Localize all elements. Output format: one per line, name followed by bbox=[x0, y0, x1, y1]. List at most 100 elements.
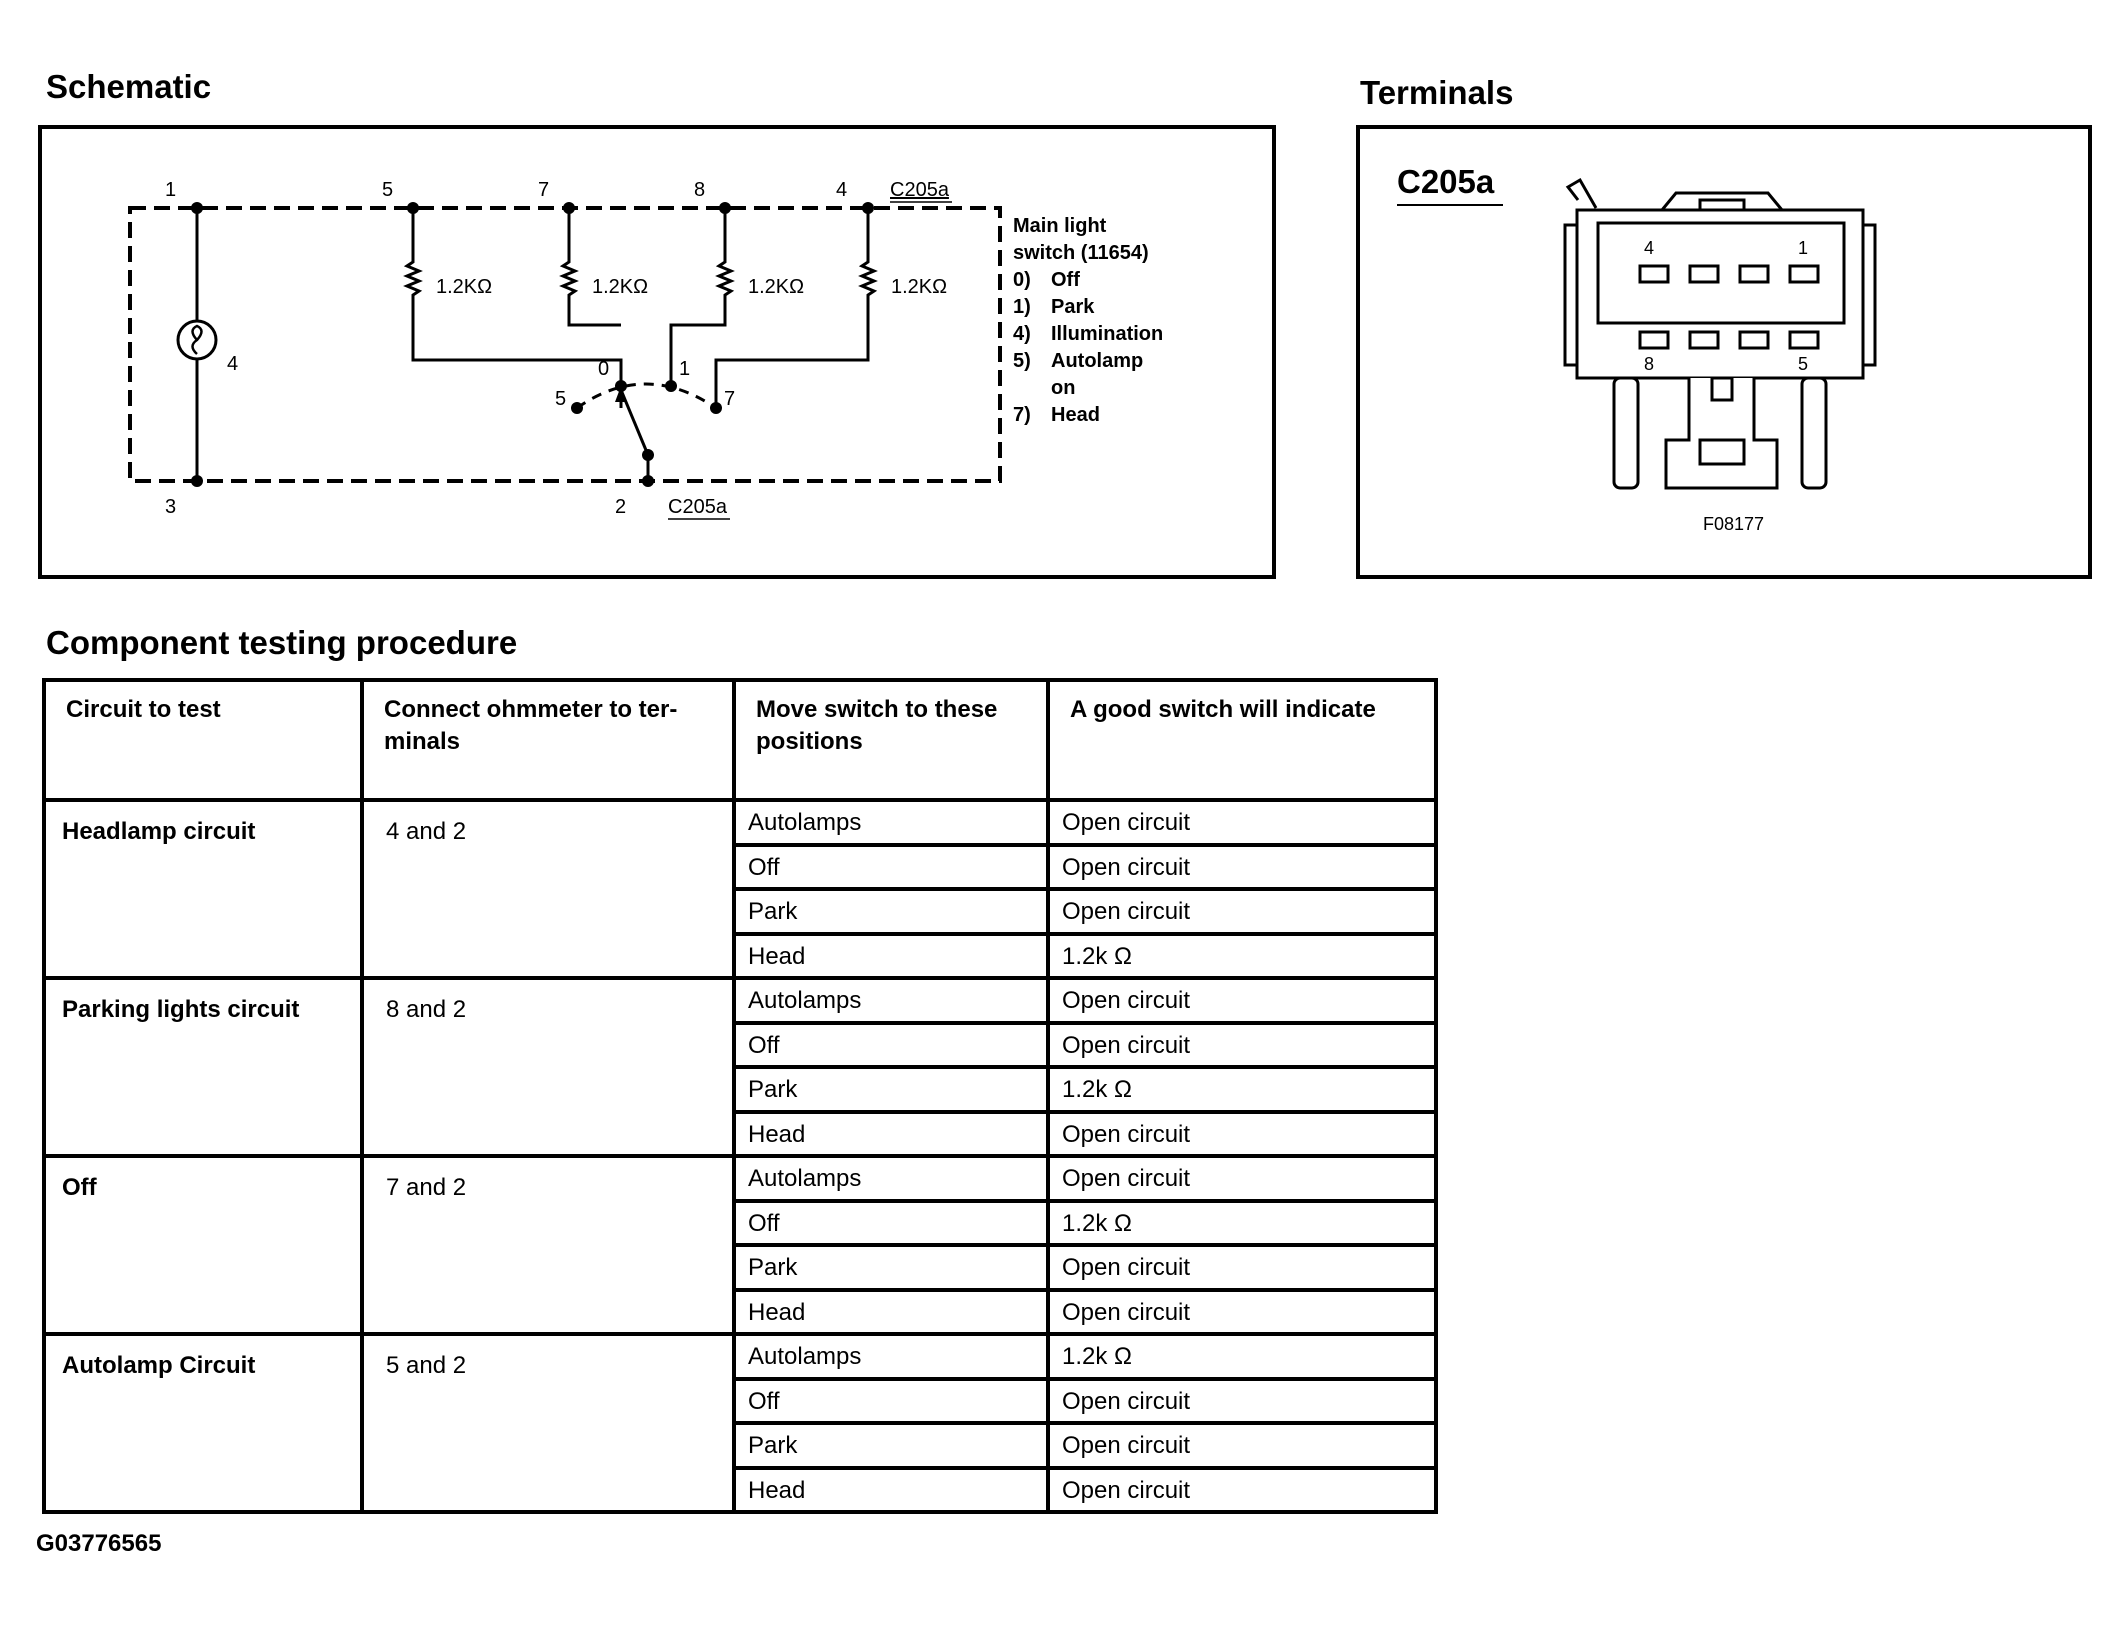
position-cell: Park bbox=[732, 887, 1050, 936]
connector-pins bbox=[1638, 264, 1820, 350]
table-header-row: Circuit to test Connect ohmmeter to ter-… bbox=[42, 678, 1438, 802]
result-cell: Open circuit bbox=[1046, 842, 1438, 891]
switch-pos-1: 1 bbox=[679, 358, 690, 380]
result-cell: Open circuit bbox=[1046, 887, 1438, 936]
position-cell: Head bbox=[732, 1287, 1050, 1336]
circuit-cell: Headlamp circuit bbox=[42, 798, 364, 980]
terminals-cell: 7 and 2 bbox=[360, 1154, 736, 1336]
legend-text-1: Park bbox=[1051, 296, 1095, 318]
result-cell: Open circuit bbox=[1046, 1287, 1438, 1336]
terminal-figure-code: F08177 bbox=[1703, 514, 1764, 534]
wiper-arrow-icon bbox=[615, 386, 627, 402]
table-row: Park 1.2k Ω bbox=[44, 1065, 1438, 1114]
connector-drawing bbox=[1563, 177, 1877, 490]
legend-num-3: 5) bbox=[1013, 350, 1031, 372]
connector-name: C205a bbox=[1397, 163, 1495, 200]
result-cell: 1.2k Ω bbox=[1046, 1198, 1438, 1247]
resistor-label-2: 1.2KΩ bbox=[592, 276, 648, 298]
resistor-label-1: 1.2KΩ bbox=[436, 276, 492, 298]
legend-num-0: 0) bbox=[1013, 269, 1031, 291]
table-row: Headlamp circuit 4 and 2 Autolamps Open … bbox=[42, 798, 1438, 980]
schematic-panel bbox=[38, 125, 1276, 579]
circuit-cell: Off bbox=[42, 1154, 364, 1336]
legend-text-5: Head bbox=[1051, 404, 1100, 426]
terminals-cell: 5 and 2 bbox=[360, 1332, 736, 1514]
result-cell: Open circuit bbox=[1046, 1154, 1438, 1203]
result-cell: Open circuit bbox=[1046, 1465, 1438, 1514]
result-cell: 1.2k Ω bbox=[1046, 1065, 1438, 1114]
result-cell: Open circuit bbox=[1046, 1243, 1438, 1292]
resistor-8 bbox=[669, 208, 735, 386]
position-cell: Autolamps bbox=[732, 798, 1050, 847]
table-row: Off 1.2k Ω bbox=[44, 1198, 1438, 1247]
pin-label-1: 1 bbox=[165, 179, 176, 201]
figure-id: G03776565 bbox=[36, 1530, 162, 1557]
terminals-heading: Terminals bbox=[1360, 74, 1514, 111]
schematic-heading: Schematic bbox=[46, 68, 212, 105]
result-cell: Open circuit bbox=[1046, 1376, 1438, 1425]
table-row: Off Open circuit bbox=[44, 842, 1438, 891]
header-positions: Move switch to these positions bbox=[732, 678, 1050, 802]
connector-label-bottom: C205a bbox=[668, 496, 728, 518]
switch-pos-7: 7 bbox=[724, 388, 735, 410]
table-row: Park Open circuit bbox=[44, 1243, 1438, 1292]
procedure-heading: Component testing procedure bbox=[46, 624, 518, 661]
position-cell: Park bbox=[732, 1065, 1050, 1114]
legend-text-4: on bbox=[1051, 377, 1075, 399]
legend-title-2: switch (11654) bbox=[1013, 242, 1149, 264]
switch-pos-5: 5 bbox=[555, 388, 566, 410]
result-cell: Open circuit bbox=[1046, 1020, 1438, 1069]
legend-num-1: 1) bbox=[1013, 296, 1031, 318]
position-cell: Autolamps bbox=[732, 1154, 1050, 1203]
result-cell: Open circuit bbox=[1046, 1421, 1438, 1470]
table-row: Off Open circuit bbox=[44, 1376, 1438, 1425]
table-row: Head Open circuit bbox=[44, 1287, 1438, 1336]
table-row: Head Open circuit bbox=[44, 1465, 1438, 1514]
lamp-label: 4 bbox=[227, 353, 238, 375]
terminal-pin-label-5: 5 bbox=[1798, 354, 1808, 374]
resistor-5 bbox=[403, 208, 623, 408]
position-cell: Park bbox=[732, 1421, 1050, 1470]
position-cell: Off bbox=[732, 842, 1050, 891]
switch-pos-0: 0 bbox=[598, 358, 609, 380]
position-cell: Head bbox=[732, 931, 1050, 980]
legend-text-2: Illumination bbox=[1051, 323, 1163, 345]
resistor-4 bbox=[714, 208, 878, 408]
legend-text-0: Off bbox=[1051, 269, 1080, 291]
table-row: Parking lights circuit 8 and 2 Autolamps… bbox=[42, 976, 1438, 1158]
position-cell: Autolamps bbox=[732, 976, 1050, 1025]
terminals-panel bbox=[1356, 125, 2092, 579]
table-row: Park Open circuit bbox=[44, 1421, 1438, 1470]
table-row: Head 1.2k Ω bbox=[44, 931, 1438, 980]
terminals-cell: 4 and 2 bbox=[360, 798, 736, 980]
pin-label-7: 7 bbox=[538, 179, 549, 201]
position-cell: Park bbox=[732, 1243, 1050, 1292]
resistor-label-4: 1.2KΩ bbox=[891, 276, 947, 298]
resistor-label-3: 1.2KΩ bbox=[748, 276, 804, 298]
header-circuit: Circuit to test bbox=[42, 678, 364, 802]
header-result: A good switch will indicate bbox=[1046, 678, 1438, 802]
terminal-pin-label-1: 1 bbox=[1798, 238, 1808, 258]
pin-label-2: 2 bbox=[615, 496, 626, 518]
position-cell: Off bbox=[732, 1198, 1050, 1247]
header-terminals: Connect ohmmeter to ter-minals bbox=[360, 678, 736, 802]
table-row: Off 7 and 2 Autolamps Open circuit bbox=[42, 1154, 1438, 1336]
pin-label-5: 5 bbox=[382, 179, 393, 201]
pin-label-3: 3 bbox=[165, 496, 176, 518]
position-cell: Head bbox=[732, 1109, 1050, 1158]
resistor-7 bbox=[559, 208, 621, 327]
result-cell: 1.2k Ω bbox=[1046, 1332, 1438, 1381]
connector-label-top: C205a bbox=[890, 179, 950, 201]
result-cell: Open circuit bbox=[1046, 976, 1438, 1025]
terminals-cell: 8 and 2 bbox=[360, 976, 736, 1158]
circuit-cell: Parking lights circuit bbox=[42, 976, 364, 1158]
legend-num-5: 7) bbox=[1013, 404, 1031, 426]
pin-label-8: 8 bbox=[694, 179, 705, 201]
position-cell: Off bbox=[732, 1376, 1050, 1425]
procedure-table: Circuit to test Connect ohmmeter to ter-… bbox=[42, 678, 1438, 1514]
legend-title-1: Main light bbox=[1013, 215, 1107, 237]
position-cell: Head bbox=[732, 1465, 1050, 1514]
result-cell: Open circuit bbox=[1046, 798, 1438, 847]
table-row: Head Open circuit bbox=[44, 1109, 1438, 1158]
